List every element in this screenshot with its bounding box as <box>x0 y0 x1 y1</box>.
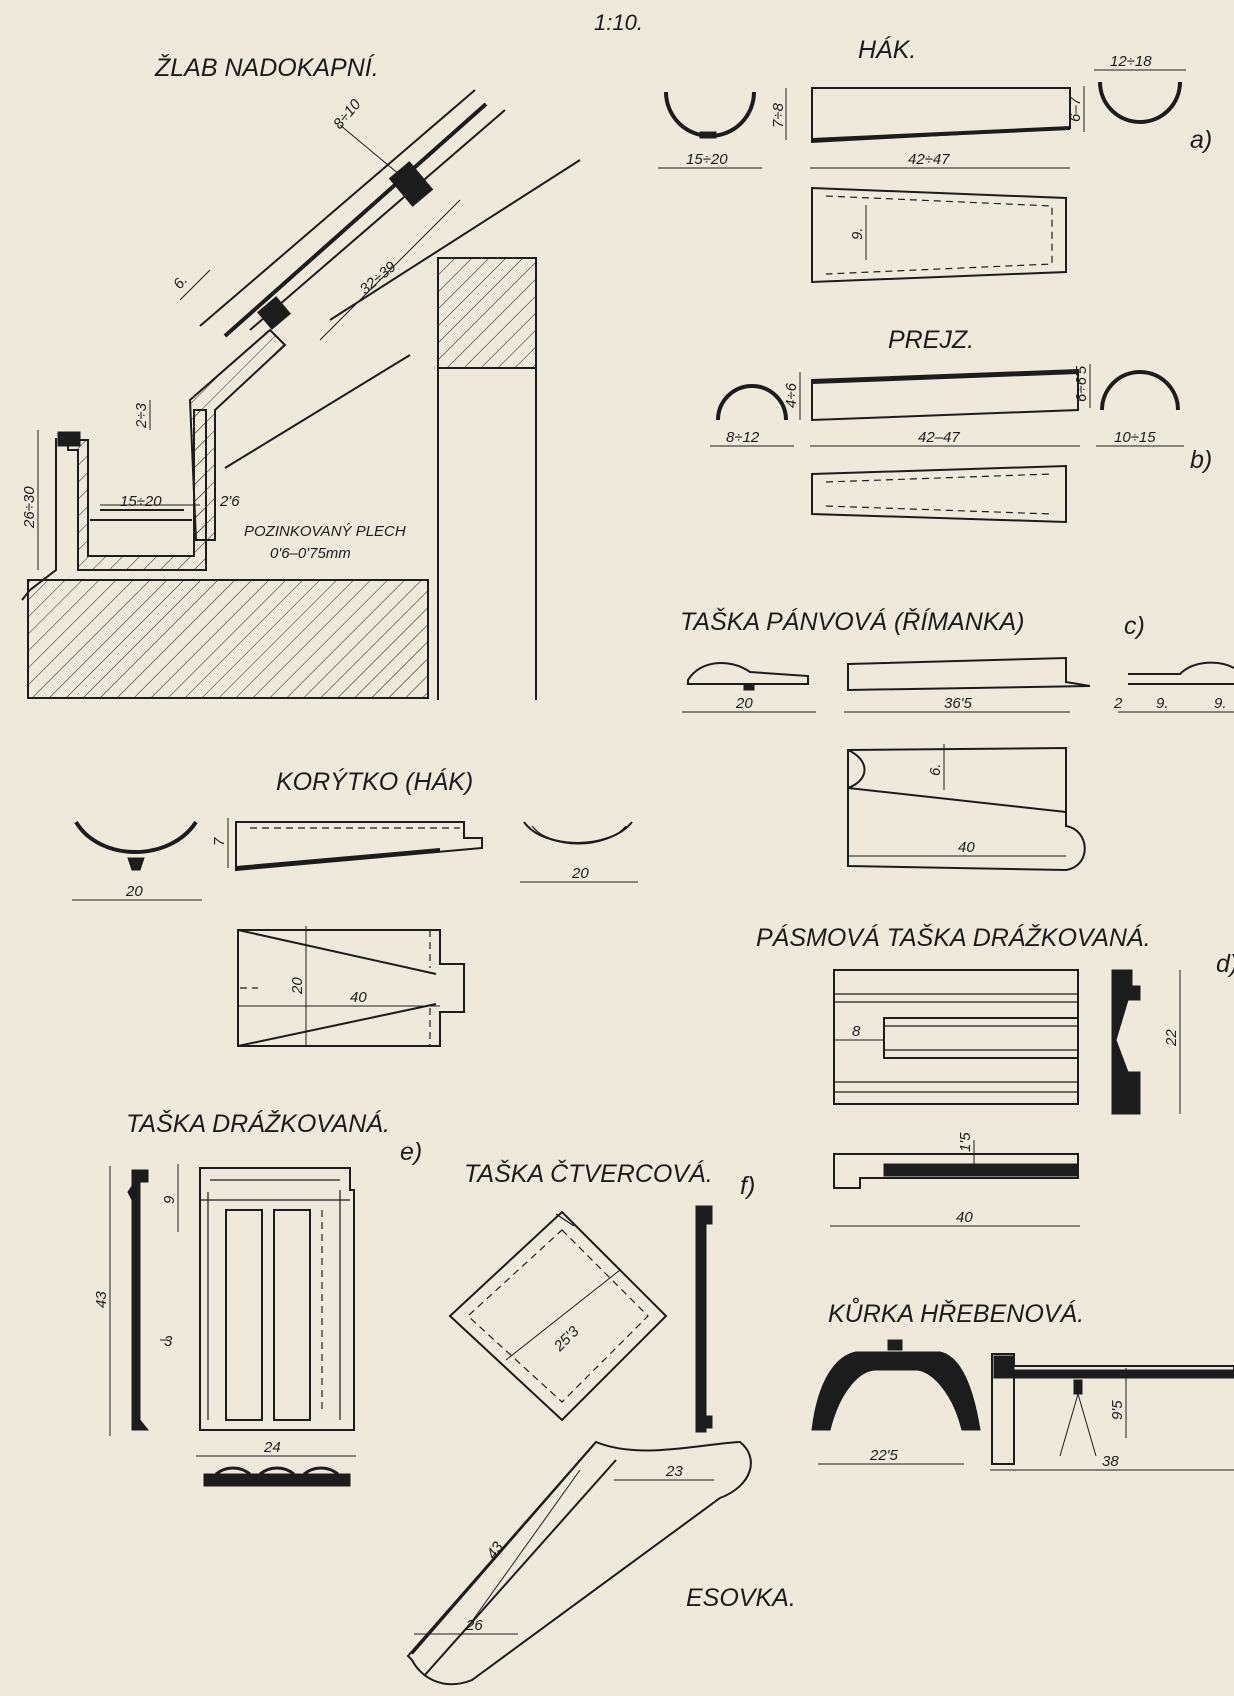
ctvercova-dim-253: 25'3 <box>550 1323 583 1356</box>
panvova-dim-9b: 9. <box>1214 695 1227 712</box>
prejz-letter: b) <box>1190 446 1212 474</box>
esovka-dim-43: 43 <box>483 1538 507 1562</box>
drazkovana-title: TAŠKA DRÁŽKOVANÁ. <box>126 1109 390 1138</box>
panvova-drawing: TAŠKA PÁNVOVÁ (ŘÍMANKA) c) 20 36'5 2 9. … <box>680 607 1234 872</box>
korytko-dim-20b: 20 <box>571 865 589 882</box>
drazkovana-dim-9: 9 <box>161 1195 178 1204</box>
drazkovana-dim-43: 43 <box>93 1291 110 1308</box>
hak-dim-12-18: 12÷18 <box>1110 53 1152 70</box>
drazkovana-dim-24: 24 <box>263 1439 281 1456</box>
korytko-drawing: KORÝTKO (HÁK) 20 7 20 20 40 <box>72 767 638 1047</box>
pasmova-dim-8: 8 <box>852 1023 861 1040</box>
drazkovana-dim-3: 3 <box>164 1333 173 1350</box>
panvova-dim-9a: 9. <box>1156 695 1169 712</box>
zlab-dim-8-10: 8÷10 <box>330 96 365 133</box>
hak-dim-9: 9. <box>849 227 866 240</box>
kurka-title: KŮRKA HŘEBENOVÁ. <box>828 1296 1084 1328</box>
prejz-title: PREJZ. <box>888 326 974 354</box>
ctvercova-letter: f) <box>740 1172 755 1200</box>
panvova-dim-20: 20 <box>735 695 753 712</box>
hak-title: HÁK. <box>858 35 916 64</box>
korytko-dim-20c: 20 <box>289 977 306 995</box>
panvova-dim-6: 6. <box>927 763 944 776</box>
kurka-dim-225: 22'5 <box>869 1447 899 1464</box>
zlab-dim-2-3: 2÷3 <box>133 402 150 429</box>
korytko-title: KORÝTKO (HÁK) <box>276 767 473 796</box>
panvova-dim-2: 2 <box>1113 695 1123 712</box>
pasmova-letter: d) <box>1216 950 1234 978</box>
esovka-drawing: ESOVKA. 43 23 26 <box>406 1440 796 1686</box>
panvova-title: TAŠKA PÁNVOVÁ (ŘÍMANKA) <box>680 607 1025 636</box>
zlab-dim-32-39: 32÷39 <box>357 258 400 298</box>
panvova-dim-365: 36'5 <box>944 695 973 712</box>
prejz-drawing: PREJZ. b) 8÷12 4÷6 42–47 6÷6'5 10÷15 <box>710 326 1212 524</box>
hak-dim-6-7: 6–7 <box>1067 96 1084 122</box>
zlab-dim-6: 6. <box>170 272 191 293</box>
ctvercova-drawing: TAŠKA ČTVERCOVÁ. f) 25'3 <box>448 1159 755 1433</box>
prejz-dim-6-65: 6÷6'5 <box>1073 365 1090 402</box>
zlab-dim-15-20: 15÷20 <box>120 493 162 510</box>
scale-label: 1:10. <box>594 10 643 35</box>
hak-drawing: HÁK. a) 15÷20 7÷8 42÷47 6–7 12÷18 9. <box>658 35 1212 284</box>
hak-dim-42-47: 42÷47 <box>908 151 950 168</box>
prejz-dim-42-47: 42–47 <box>918 429 960 446</box>
drazkovana-letter: e) <box>400 1138 422 1166</box>
zlab-nadokapni-drawing: ŽLAB NADOKAPNÍ. 8÷10 6. 32÷39 <box>21 53 581 700</box>
kurka-dim-38: 38 <box>1102 1453 1119 1470</box>
zlab-dim-2-6: 2'6 <box>219 493 240 510</box>
esovka-dim-26: 26 <box>465 1617 483 1634</box>
korytko-dim-7: 7 <box>211 837 228 846</box>
hak-dim-15-20: 15÷20 <box>686 151 728 168</box>
zlab-title: ŽLAB NADOKAPNÍ. <box>154 53 379 82</box>
zlab-material-line1: POZINKOVANÝ PLECH <box>244 523 406 540</box>
pasmova-title: PÁSMOVÁ TAŠKA DRÁŽKOVANÁ. <box>756 923 1151 952</box>
korytko-dim-20a: 20 <box>125 883 143 900</box>
prejz-dim-4-6: 4÷6 <box>783 382 800 408</box>
panvova-dim-40: 40 <box>958 839 975 856</box>
prejz-dim-10-15: 10÷15 <box>1114 429 1156 446</box>
esovka-title: ESOVKA. <box>686 1584 796 1612</box>
korytko-dim-40: 40 <box>350 989 367 1006</box>
pasmova-dim-22: 22 <box>1163 1029 1180 1047</box>
esovka-dim-23: 23 <box>665 1463 683 1480</box>
ctvercova-title: TAŠKA ČTVERCOVÁ. <box>464 1159 713 1188</box>
kurka-dim-95: 9'5 <box>1109 1400 1126 1420</box>
drazkovana-drawing: TAŠKA DRÁŽKOVANÁ. e) 9 43 3 24 <box>93 1109 422 1487</box>
kurka-drawing: KŮRKA HŘEBENOVÁ. 22'5 9'5 38 <box>811 1296 1234 1471</box>
hak-dim-7-8: 7÷8 <box>770 102 787 128</box>
panvova-letter: c) <box>1124 612 1145 640</box>
pasmova-dim-40: 40 <box>956 1209 973 1226</box>
prejz-dim-8-12: 8÷12 <box>726 429 760 446</box>
pasmova-drawing: PÁSMOVÁ TAŠKA DRÁŽKOVANÁ. d) 8 22 1'5 40 <box>756 923 1234 1227</box>
hak-letter: a) <box>1190 126 1212 154</box>
pasmova-dim-15: 1'5 <box>957 1132 974 1152</box>
zlab-dim-26-30: 26÷30 <box>21 486 38 529</box>
zlab-material-line2: 0'6–0'75mm <box>270 545 351 562</box>
